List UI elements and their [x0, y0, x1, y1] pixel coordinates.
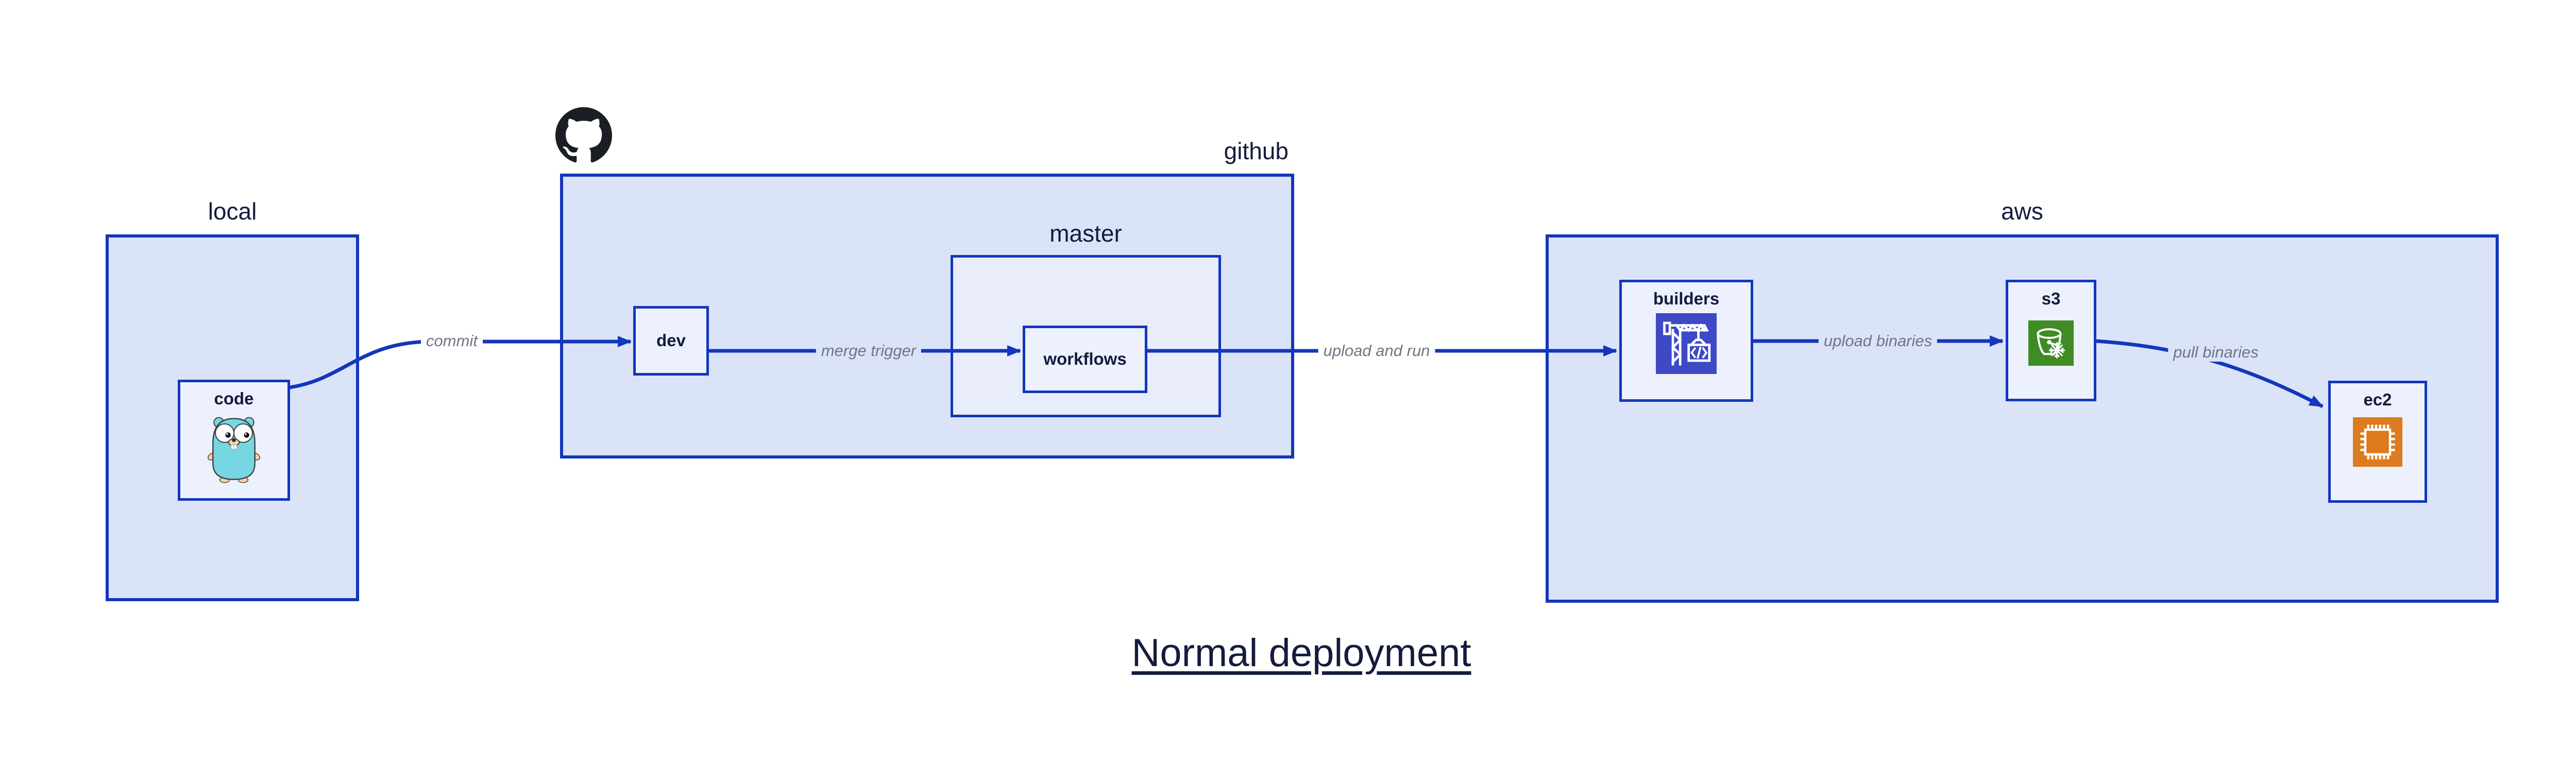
node-s3: s3 [2006, 280, 2096, 401]
go-gopher-icon [208, 417, 260, 483]
node-label-code: code [214, 389, 254, 408]
node-ec2: ec2 [2328, 381, 2427, 503]
node-label-dev: dev [656, 331, 686, 350]
group-label-github: github [1224, 138, 1289, 164]
node-label-workflows: workflows [1043, 349, 1127, 369]
edge-label-pull-binaries: pull binaries [2168, 343, 2264, 362]
edge-label-upload-and-run: upload and run [1318, 341, 1435, 361]
edge-label-upload-binaries: upload binaries [1818, 331, 1938, 351]
node-code: code [178, 380, 290, 501]
group-label-local: local [208, 198, 257, 225]
edge-label-commit: commit [421, 331, 483, 351]
group-label-aws: aws [2001, 198, 2043, 225]
node-label-s3: s3 [2041, 289, 2061, 308]
edge-label-merge-trigger: merge trigger [816, 341, 922, 361]
ec2-chip-icon [2353, 417, 2402, 467]
s3-bucket-snowflake-icon [2028, 320, 2074, 366]
github-octocat-icon [555, 107, 612, 163]
node-label-builders: builders [1653, 289, 1720, 308]
node-label-ec2: ec2 [2363, 390, 2392, 409]
codebuild-crane-icon [1656, 313, 1717, 375]
node-workflows: workflows [1023, 326, 1147, 393]
node-dev: dev [633, 306, 709, 376]
node-builders: builders [1619, 280, 1753, 402]
group-label-master: master [1049, 220, 1122, 247]
diagram-title: Normal deployment [1131, 631, 1471, 675]
